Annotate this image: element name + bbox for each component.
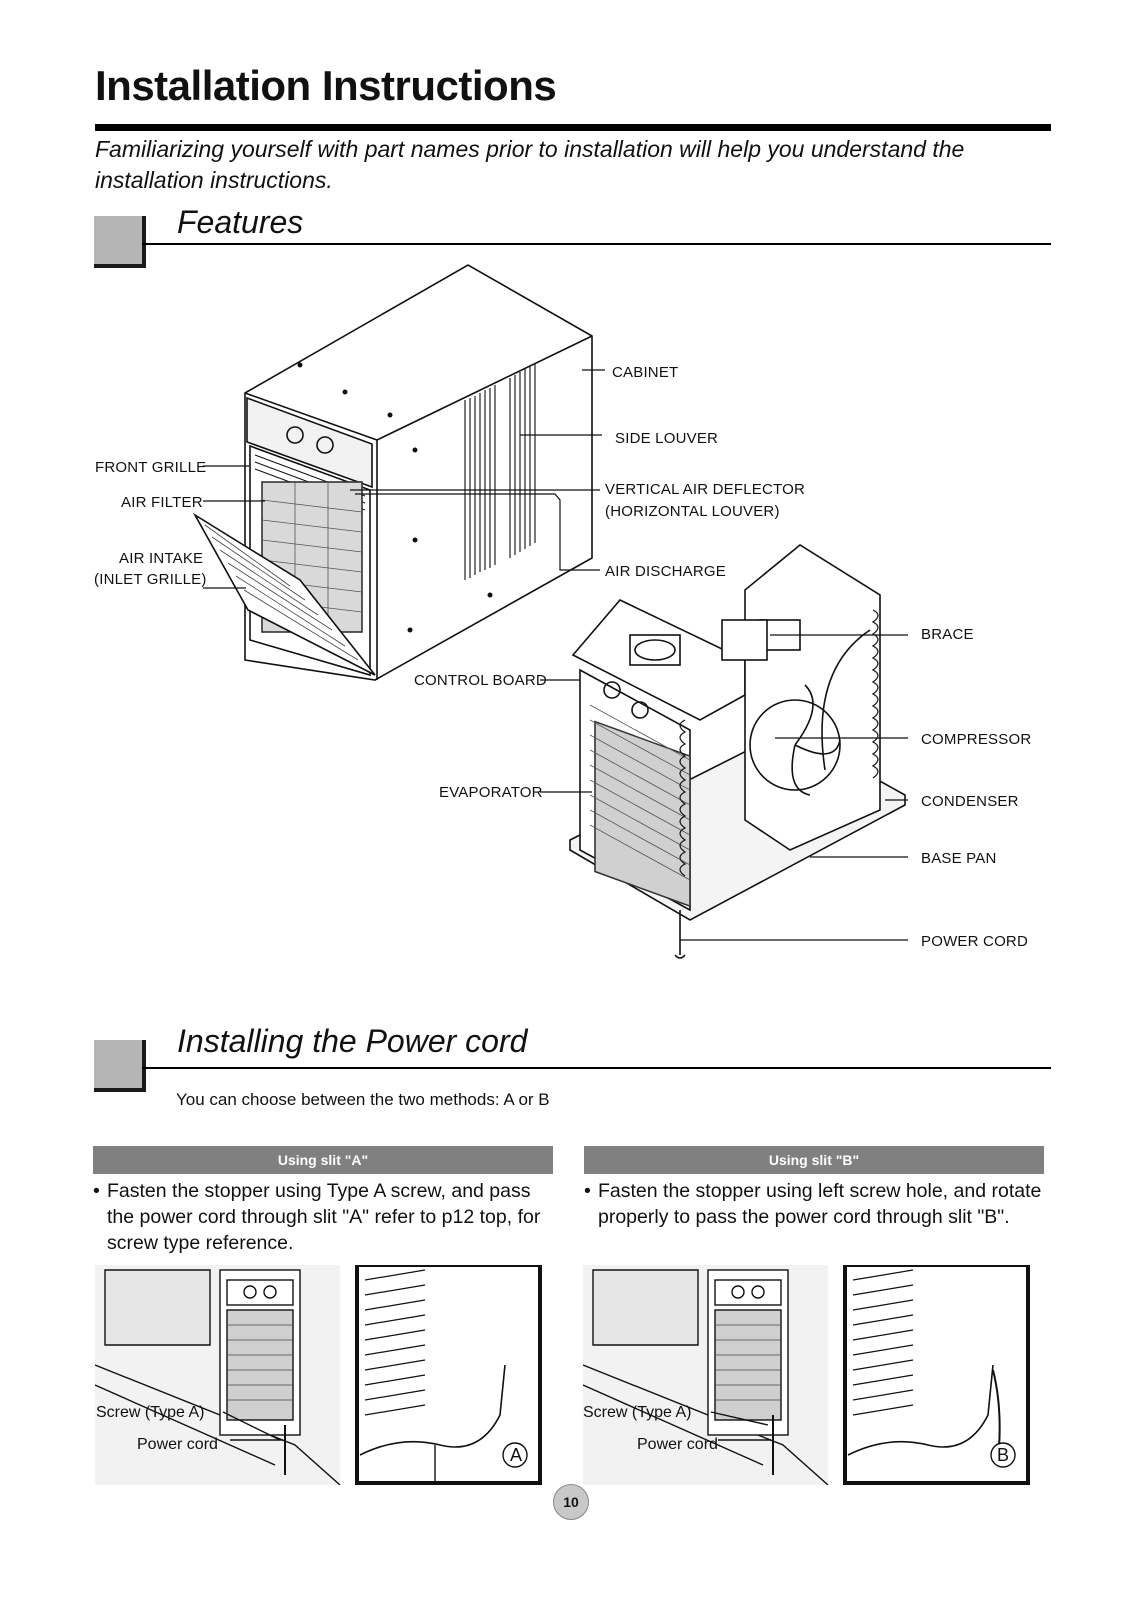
method-b-instruction: Fasten the stopper using left screw hole…: [598, 1180, 1042, 1228]
label-evaporator: EVAPORATOR: [439, 784, 543, 801]
method-b-illustration: [583, 1265, 1030, 1485]
label-vertical-air-deflector: VERTICAL AIR DEFLECTOR: [605, 481, 806, 498]
air-conditioner-diagram: [192, 264, 908, 959]
label-condenser: CONDENSER: [921, 793, 1019, 810]
section-marker: [94, 1040, 146, 1092]
method-a-title: Using slit "A": [93, 1146, 553, 1174]
label-front-grille: FRONT GRILLE: [95, 459, 207, 476]
page-title: Installation Instructions: [95, 62, 557, 109]
features-heading: Features: [177, 204, 304, 240]
method-a-instruction: Fasten the stopper using Type A screw, a…: [107, 1180, 541, 1254]
method-b-cord-label: Power cord: [637, 1436, 718, 1453]
method-a-illustration: [95, 1265, 542, 1485]
label-brace: BRACE: [921, 626, 974, 643]
choose-text: You can choose between the two methods: …: [176, 1090, 550, 1109]
method-b-screw-label: Screw (Type A): [583, 1404, 692, 1421]
title-divider: [95, 124, 1051, 131]
cabinet-illustration: [192, 264, 593, 681]
label-air-filter: AIR FILTER: [121, 494, 203, 511]
method-b-text: • Fasten the stopper using left screw ho…: [584, 1178, 1044, 1230]
bullet: •: [584, 1180, 591, 1202]
bullet: •: [93, 1180, 100, 1202]
method-a-cord-label: Power cord: [137, 1436, 218, 1453]
chassis-illustration: [569, 544, 906, 959]
label-inlet-grille: (INLET GRILLE): [94, 571, 207, 588]
section-divider: [142, 243, 1051, 245]
label-cabinet: CABINET: [612, 364, 679, 381]
page-number: 10: [553, 1484, 589, 1520]
section-marker: [94, 216, 146, 268]
label-air-discharge: AIR DISCHARGE: [605, 563, 726, 580]
label-power-cord: POWER CORD: [921, 933, 1028, 950]
badge-a: A: [509, 1445, 522, 1465]
intro-text: Familiarizing yourself with part names p…: [95, 136, 965, 193]
label-base-pan: BASE PAN: [921, 850, 997, 867]
leader-lines: [203, 369, 908, 941]
method-b-title: Using slit "B": [584, 1146, 1044, 1174]
label-side-louver: SIDE LOUVER: [615, 430, 719, 447]
method-a-text: • Fasten the stopper using Type A screw,…: [93, 1178, 553, 1256]
section-divider: [142, 1067, 1051, 1069]
label-control-board: CONTROL BOARD: [414, 672, 547, 689]
power-cord-heading: Installing the Power cord: [177, 1023, 528, 1059]
label-horizontal-louver: (HORIZONTAL LOUVER): [605, 503, 780, 520]
method-a-screw-label: Screw (Type A): [96, 1404, 205, 1421]
badge-b: B: [996, 1445, 1009, 1465]
label-air-intake: AIR INTAKE: [119, 550, 204, 567]
label-compressor: COMPRESSOR: [921, 731, 1032, 748]
